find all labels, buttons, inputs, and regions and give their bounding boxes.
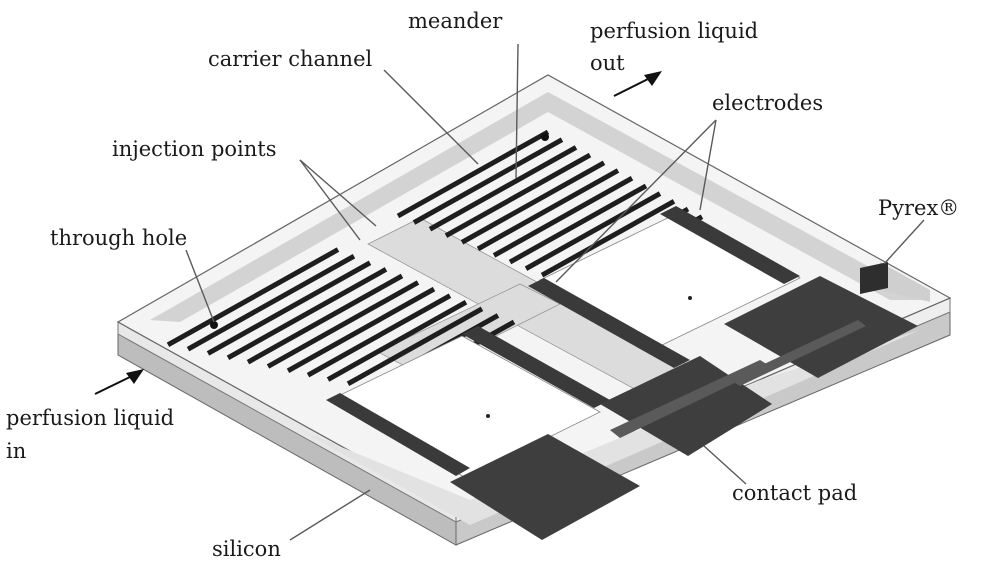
labels: meander carrier channel perfusion liquid…: [6, 9, 959, 561]
label-electrodes: electrodes: [712, 91, 823, 115]
label-injection-points: injection points: [112, 137, 276, 161]
meander-groove-upper: [508, 183, 648, 265]
label-meander: meander: [408, 9, 503, 33]
label-perfusion-out-line1: perfusion liquid: [590, 19, 758, 43]
meander-groove-lower: [246, 273, 404, 365]
meander-groove-lower: [186, 253, 356, 352]
leader-carrier-channel: [383, 69, 479, 165]
leader-electrode-1: [699, 119, 717, 211]
leader-injection-point-1: [299, 159, 377, 227]
meander-groove-upper: [396, 129, 550, 219]
pad-strip-2: [730, 320, 866, 386]
meander-groove-upper: [444, 152, 592, 238]
meander-groove-upper: [412, 137, 564, 225]
label-perfusion-out-line2: out: [590, 51, 625, 75]
leader-meander: [515, 43, 519, 179]
leader-electrode-2: [555, 119, 717, 283]
leader-through-hole: [185, 249, 215, 323]
arrow-out-shaft: [613, 77, 651, 97]
meander-groove-upper: [460, 160, 606, 245]
contact-pads: [450, 276, 918, 540]
meander-groove-lower: [206, 260, 372, 356]
leader-injection-point-2: [299, 159, 361, 241]
leader-pyrex: [883, 219, 925, 265]
silicon-border-band-right: [880, 262, 930, 302]
meander-groove-upper: [540, 199, 676, 278]
pad-strip-1: [610, 360, 770, 438]
leader-contact-pad: [703, 445, 747, 485]
through-hole-left: [210, 321, 218, 329]
electrode-lead-2: [462, 326, 610, 408]
leader-silicon: [289, 489, 371, 541]
label-contact-pad: contact pad: [732, 481, 857, 505]
electrode-dot-right: [688, 296, 692, 300]
pyrex-edge-block: [860, 262, 888, 294]
meander-groove-upper: [524, 191, 662, 271]
arrow-out-head: [644, 71, 662, 86]
electrode-lead-4: [660, 206, 800, 284]
meander-groove-upper: [428, 145, 578, 232]
meander-groove-upper: [476, 168, 620, 252]
meander-groove-lower: [266, 280, 420, 369]
electrode-lead-3: [528, 278, 690, 368]
meander-groove-lower: [286, 286, 436, 374]
meander-groove-lower: [306, 293, 452, 378]
meander-groove-lower: [226, 267, 388, 361]
arrow-in-head: [126, 369, 144, 384]
meander-groove-lower: [346, 306, 484, 387]
through-hole-right: [541, 133, 549, 141]
label-pyrex: Pyrex®: [878, 196, 959, 220]
through-holes: [210, 133, 549, 329]
label-through-hole: through hole: [50, 226, 187, 250]
label-carrier-channel: carrier channel: [208, 47, 373, 71]
flow-arrows: [94, 71, 662, 395]
meander-groove-lower: [166, 247, 340, 347]
meander-groove-upper: [492, 176, 634, 258]
leader-lines: [185, 43, 925, 541]
label-silicon: silicon: [212, 537, 281, 561]
silicon-front-band: [300, 330, 920, 525]
meander-groove-lower: [326, 300, 468, 382]
label-perfusion-in-line1: perfusion liquid: [6, 406, 174, 430]
contact-pad-3: [724, 276, 918, 378]
electrode-dot-left: [486, 414, 490, 418]
label-perfusion-in-line2: in: [6, 439, 26, 463]
electrode-lead-1: [326, 393, 470, 476]
arrow-in-shaft: [94, 375, 133, 395]
contact-pad-1: [450, 434, 640, 540]
